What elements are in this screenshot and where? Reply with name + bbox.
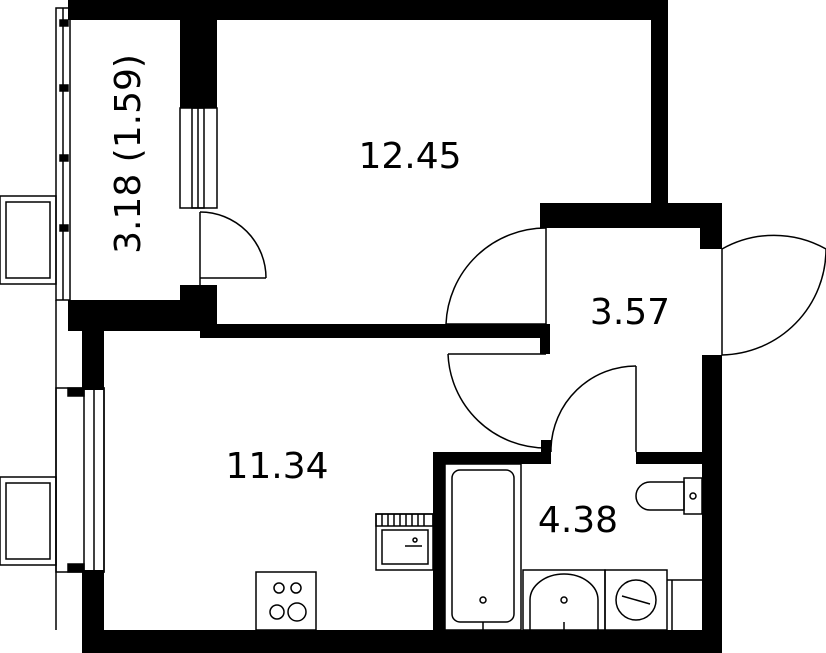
walls xyxy=(68,0,722,653)
hall-left-wall-stub xyxy=(540,324,550,354)
top-wall xyxy=(68,0,668,20)
kitchen-living-area-label: 11.34 xyxy=(225,446,328,487)
entrance-door-swing-top xyxy=(721,234,826,250)
kitchen-sink-icon xyxy=(375,513,434,571)
balcony-area-label: 3.18 (1.59) xyxy=(108,54,149,254)
bedroom-right-wall xyxy=(651,0,668,215)
outdoor-unit-upper xyxy=(0,195,57,285)
toilet-icon xyxy=(635,477,703,515)
bathroom-door-jamb xyxy=(541,440,551,460)
bathtub-icon xyxy=(444,463,522,631)
living-door-swing xyxy=(447,353,547,449)
bathroom-door-swing xyxy=(550,365,637,449)
hall-area-label: 3.57 xyxy=(590,292,670,333)
bathroom-top-wall-right xyxy=(636,452,706,464)
right-wall-lower xyxy=(702,355,722,653)
bedroom-left-wall-upper xyxy=(180,0,217,108)
bedroom-bottom-wall xyxy=(200,324,548,338)
hall-top-wall xyxy=(540,203,722,228)
bedroom-area-label: 12.45 xyxy=(358,136,461,177)
balcony-door-swing xyxy=(199,211,267,279)
bedroom-door-swing xyxy=(445,227,547,325)
bottom-wall xyxy=(82,630,722,653)
washing-machine-icon xyxy=(604,569,702,631)
balcony-glazing xyxy=(55,7,71,301)
sink-icon xyxy=(522,569,606,631)
bathroom-left-wall xyxy=(433,452,445,642)
bathroom-top-wall-left xyxy=(433,452,551,464)
doors xyxy=(199,211,826,452)
outdoor-unit-lower xyxy=(0,476,57,566)
bathroom-area-label: 4.38 xyxy=(538,500,618,541)
hall-right-wall-upper xyxy=(700,203,722,249)
bedroom-window xyxy=(179,107,218,209)
living-window xyxy=(55,300,105,630)
balcony-units xyxy=(0,195,57,566)
stove-icon xyxy=(255,571,317,631)
balcony-bottom-wall xyxy=(68,300,217,331)
left-wall-lower xyxy=(82,570,104,653)
